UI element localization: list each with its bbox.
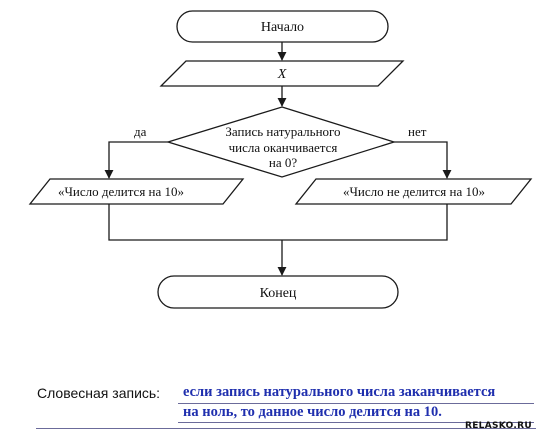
underline-2 [178,422,534,423]
no-branch-line [394,141,452,179]
yes-label: да [134,124,147,139]
start-text: Начало [261,20,304,35]
condition-line-3: на 0? [269,155,297,170]
input-text: X [277,67,287,82]
no-merge-line [282,204,448,241]
verbal-record-line-1: если запись натурального числа заканчива… [183,384,496,400]
no-output-text: «Число не делится на 10» [343,184,485,199]
verbal-record-line-2: на ноль, то данное число делится на 10. [183,404,442,420]
no-output-parallelogram [294,178,533,205]
no-label: нет [408,124,427,139]
condition-diamond [165,106,397,178]
yes-output-text: «Число делится на 10» [58,184,184,199]
input-parallelogram [159,60,405,87]
underline-3 [36,428,536,429]
condition-line-2: числа оканчивается [229,140,338,155]
end-terminator [157,275,399,309]
underline-1 [178,403,534,404]
condition-line-1: Запись натурального [225,124,340,139]
yes-merge-line [108,204,282,241]
yes-branch-line [104,141,168,179]
watermark: RELASKO.RU [465,421,532,431]
end-text: Конец [260,286,297,301]
yes-output-parallelogram [28,178,245,205]
verbal-record-label: Словесная запись: [37,385,161,401]
